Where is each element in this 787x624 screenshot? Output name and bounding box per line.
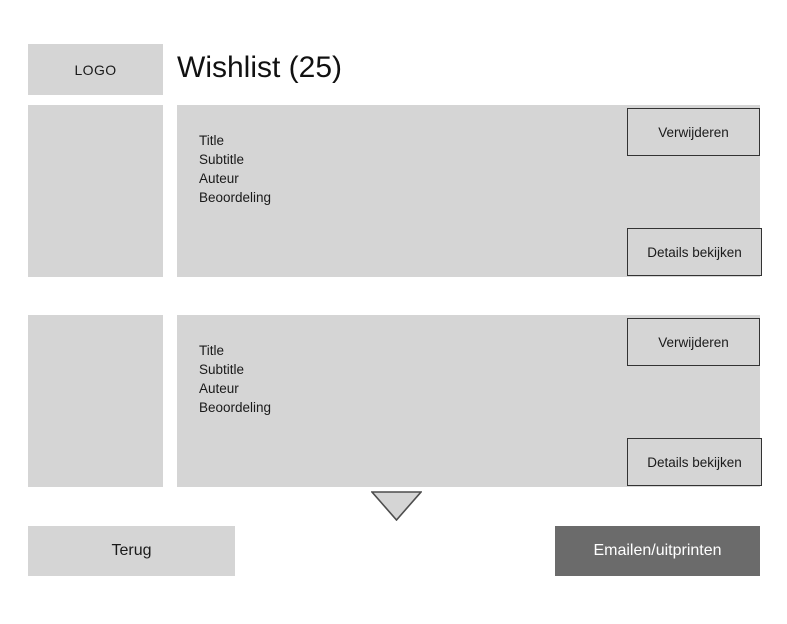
item-title: Title (199, 133, 225, 148)
item-details-text: Title Subtitle Auteur Beoordeling (199, 131, 271, 207)
item-rating: Beoordeling (199, 400, 272, 415)
item-author: Auteur (199, 381, 239, 396)
logo-placeholder[interactable]: LOGO (28, 44, 163, 95)
item-title: Title (199, 343, 225, 358)
view-details-button[interactable]: Details bekijken (627, 438, 762, 486)
logo-label: LOGO (74, 61, 117, 78)
item-details-text: Title Subtitle Auteur Beoordeling (199, 341, 271, 417)
item-image-placeholder[interactable] (28, 105, 163, 277)
item-rating: Beoordeling (199, 190, 272, 205)
scroll-down-indicator[interactable] (370, 491, 423, 522)
remove-item-button[interactable]: Verwijderen (627, 318, 760, 366)
remove-item-button[interactable]: Verwijderen (627, 108, 760, 156)
back-button[interactable]: Terug (28, 526, 235, 576)
triangle-down-icon (370, 491, 423, 522)
email-print-button[interactable]: Emailen/uitprinten (555, 526, 760, 576)
item-subtitle: Subtitle (199, 362, 245, 377)
item-subtitle: Subtitle (199, 152, 245, 167)
item-image-placeholder[interactable] (28, 315, 163, 487)
item-author: Auteur (199, 171, 239, 186)
page-title: Wishlist (25) (177, 51, 343, 84)
view-details-button[interactable]: Details bekijken (627, 228, 762, 276)
